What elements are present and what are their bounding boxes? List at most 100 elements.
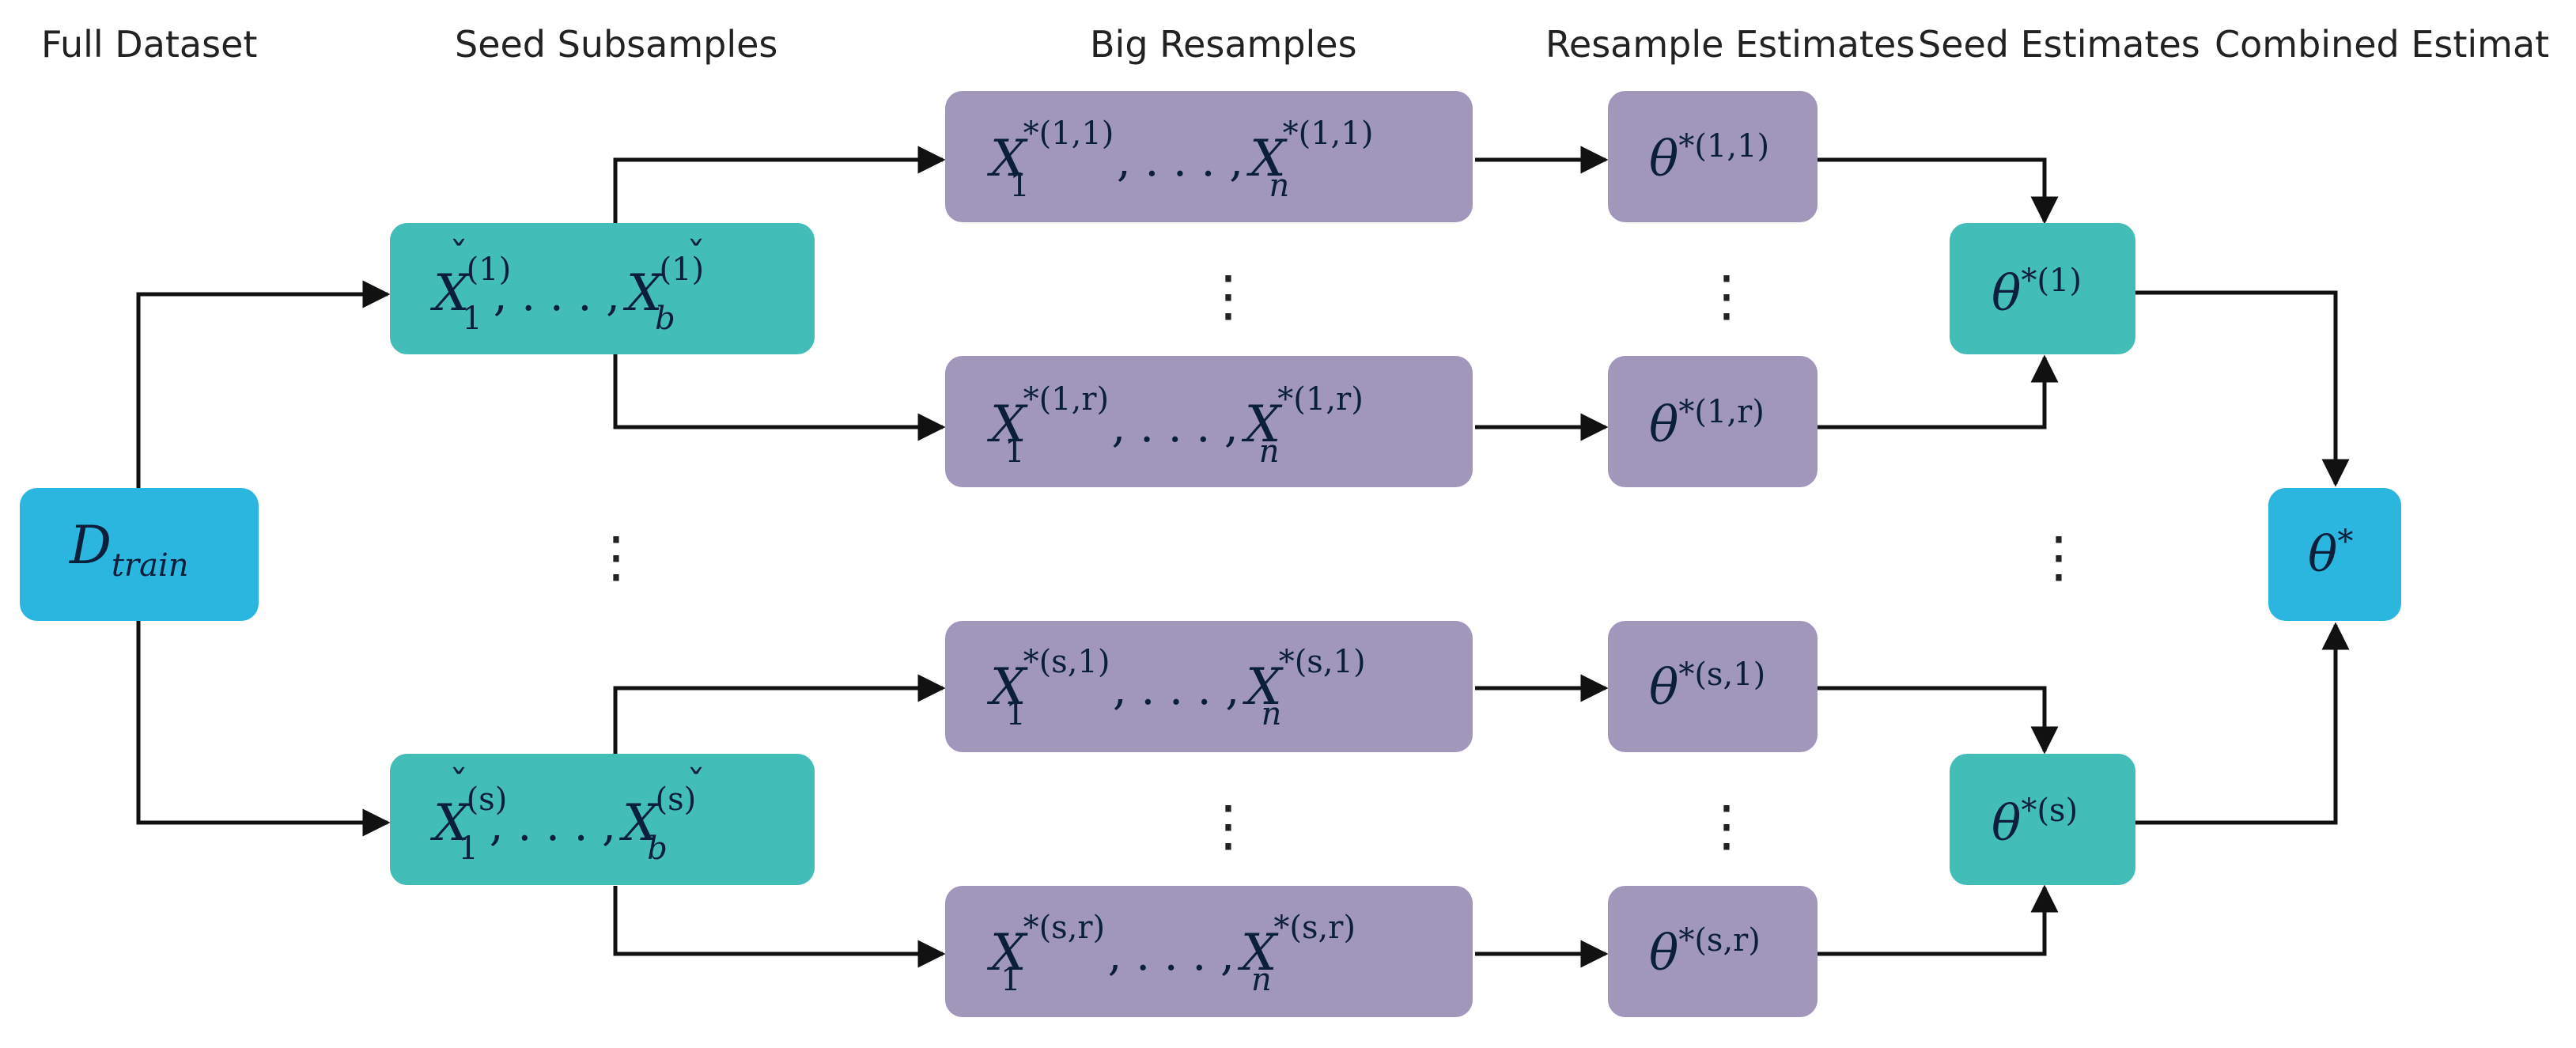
node-d-train-label: Dtrain <box>69 515 189 584</box>
seed-estimate-1-sup: *(1) <box>2021 263 2082 299</box>
estimate-s-1-sup: *(s,1) <box>1678 656 1765 693</box>
seed-estimate-1-label: θ*(1) <box>1992 263 2082 322</box>
seed-1-accent-first: ˇ <box>449 234 468 278</box>
edge-seed-1-to-resample-1-r <box>613 354 946 441</box>
edge-dtrain-to-seed-1 <box>136 280 391 490</box>
resample-1-1-label: X*(1,1)1, . . . ,X*(1,1)n <box>986 115 1373 204</box>
node-seed-estimate-s-box <box>1950 754 2135 885</box>
header-big-resamples: Big Resamples <box>1090 23 1357 66</box>
resample-s-r-ellipsis: , . . . , <box>1108 929 1235 981</box>
edge-seed-1-to-resample-1-1 <box>613 146 946 223</box>
estimate-1-1-sup: *(1,1) <box>1678 128 1769 165</box>
vdots-seed-estimate: ⋮ <box>2031 524 2086 589</box>
estimate-1-r-theta: θ <box>1649 395 1678 453</box>
seed-1-sub-first: 1 <box>462 301 482 337</box>
vdots-seed: ⋮ <box>588 524 644 589</box>
resample-s-1-sup-last: *(s,1) <box>1279 644 1366 680</box>
vdots-resample-s: ⋮ <box>1201 793 1256 858</box>
node-combined-estimate-box <box>2268 488 2401 621</box>
resample-1-r-sup-last: *(1,r) <box>1277 381 1364 418</box>
node-estimate-s-1: θ*(s,1) <box>1608 621 1818 752</box>
header-seed-subsamples: Seed Subsamples <box>455 23 777 66</box>
edge-estimate-s-r-to-seed-estimate-s <box>1818 884 2059 956</box>
resample-1-r-sub-last: n <box>1259 433 1280 470</box>
node-d-train-box <box>20 488 259 621</box>
header-full-dataset: Full Dataset <box>41 23 257 66</box>
node-estimate-1-1: θ*(1,1) <box>1608 91 1818 222</box>
estimate-1-1-theta: θ <box>1649 130 1678 187</box>
resample-s-r-sub-first: 1 <box>1001 962 1020 998</box>
node-estimate-s-1-box <box>1608 621 1818 752</box>
combined-estimate-sup: * <box>2337 524 2353 560</box>
header-resample-estimates: Resample Estimates <box>1545 23 1915 66</box>
seed-s-x-last: X <box>618 794 660 853</box>
seed-1-x-first: X <box>429 264 471 323</box>
estimate-s-r-theta: θ <box>1649 924 1678 982</box>
estimate-s-r-label: θ*(s,r) <box>1649 922 1761 982</box>
edges <box>136 146 2350 968</box>
resample-s-1-ellipsis: , . . . , <box>1113 664 1239 715</box>
seed-1-ellipsis: , . . . , <box>494 270 620 321</box>
seed-s-accent-last: ˇ <box>687 762 705 807</box>
resample-1-1-sub-first: 1 <box>1009 168 1029 204</box>
estimate-s-1-label: θ*(s,1) <box>1649 656 1765 716</box>
edge-seed-s-to-resample-s-r <box>613 886 946 968</box>
resample-s-r-label: X*(s,r)1, . . . ,X*(s,r)n <box>986 910 1356 998</box>
resample-1-r-sup-first: *(1,r) <box>1023 381 1110 418</box>
edge-dtrain-to-seed-s <box>136 621 391 837</box>
node-resample-s-1: X*(s,1)1, . . . ,X*(s,1)n <box>945 621 1473 752</box>
resample-s-r-x-last: X <box>1237 924 1279 982</box>
node-resample-1-1-box <box>945 91 1473 222</box>
node-seed-estimate-s: θ*(s) <box>1950 754 2135 885</box>
edge-estimate-1-1-to-seed-estimate-1 <box>1818 157 2059 225</box>
seed-s-sup-last: (s) <box>656 781 697 818</box>
seed-s-ellipsis: , . . . , <box>490 800 616 851</box>
resample-s-1-x-first: X <box>986 658 1028 717</box>
node-estimate-1-r: θ*(1,r) <box>1608 356 1818 487</box>
seed-s-label: X(s)1, . . . ,X(s)b <box>429 781 696 867</box>
estimate-s-r-sup: *(s,r) <box>1678 922 1761 959</box>
seed-1-sub-last: b <box>655 301 675 337</box>
node-estimate-s-r: θ*(s,r) <box>1608 886 1818 1017</box>
edge-seed-estimate-1-to-combined <box>2135 290 2350 487</box>
node-seed-subsample-1-box <box>390 223 815 354</box>
seed-s-x-first: X <box>429 794 471 853</box>
node-estimate-1-1-box <box>1608 91 1818 222</box>
resample-1-r-x-last: X <box>1241 395 1283 454</box>
node-resample-1-r-box <box>945 356 1473 487</box>
node-seed-subsample-s-box <box>390 754 815 885</box>
estimate-s-1-theta: θ <box>1649 658 1678 716</box>
seed-estimate-s-sup: *(s) <box>2021 793 2078 829</box>
edge-seed-s-to-resample-s-1 <box>613 674 946 754</box>
resample-1-r-x-first: X <box>986 395 1028 454</box>
node-resample-s-r-box <box>945 886 1473 1017</box>
estimate-1-r-label: θ*(1,r) <box>1649 394 1765 453</box>
estimate-1-1-label: θ*(1,1) <box>1649 128 1769 187</box>
resample-1-1-x-last: X <box>1246 130 1288 188</box>
resample-1-r-ellipsis: , . . . , <box>1112 401 1239 452</box>
node-resample-1-r: X*(1,r)1, . . . ,X*(1,r)n <box>945 356 1473 487</box>
node-d-train: Dtrain <box>20 488 259 621</box>
node-combined-estimate: θ* <box>2268 488 2401 621</box>
estimate-1-r-sup: *(1,r) <box>1678 394 1765 430</box>
seed-1-label: X(1)1, . . . ,X(1)b <box>429 252 704 337</box>
combined-estimate-theta: θ <box>2308 525 2337 583</box>
seed-1-x-last: X <box>622 264 664 323</box>
seed-s-accent-first: ˇ <box>449 762 468 807</box>
node-seed-subsample-s: ˇ ˇ X(s)1, . . . ,X(s)b <box>390 754 815 885</box>
resample-s-r-sup-last: *(s,r) <box>1273 910 1356 946</box>
d-train-base: D <box>69 515 112 576</box>
seed-s-sub-first: 1 <box>458 830 478 867</box>
node-seed-estimate-1: θ*(1) <box>1950 223 2135 354</box>
node-resample-s-1-box <box>945 621 1473 752</box>
resample-1-r-label: X*(1,r)1, . . . ,X*(1,r)n <box>986 381 1364 470</box>
edge-seed-estimate-s-to-combined <box>2135 622 2350 825</box>
d-train-sub: train <box>112 547 189 584</box>
node-estimate-1-r-box <box>1608 356 1818 487</box>
seed-estimate-s-label: θ*(s) <box>1992 793 2078 852</box>
seed-estimate-s-theta: θ <box>1992 794 2021 852</box>
seed-1-sup-last: (1) <box>659 252 704 288</box>
resample-s-1-sub-last: n <box>1262 696 1282 732</box>
resample-1-1-sup-last: *(1,1) <box>1283 115 1374 152</box>
node-seed-estimate-1-box <box>1950 223 2135 354</box>
